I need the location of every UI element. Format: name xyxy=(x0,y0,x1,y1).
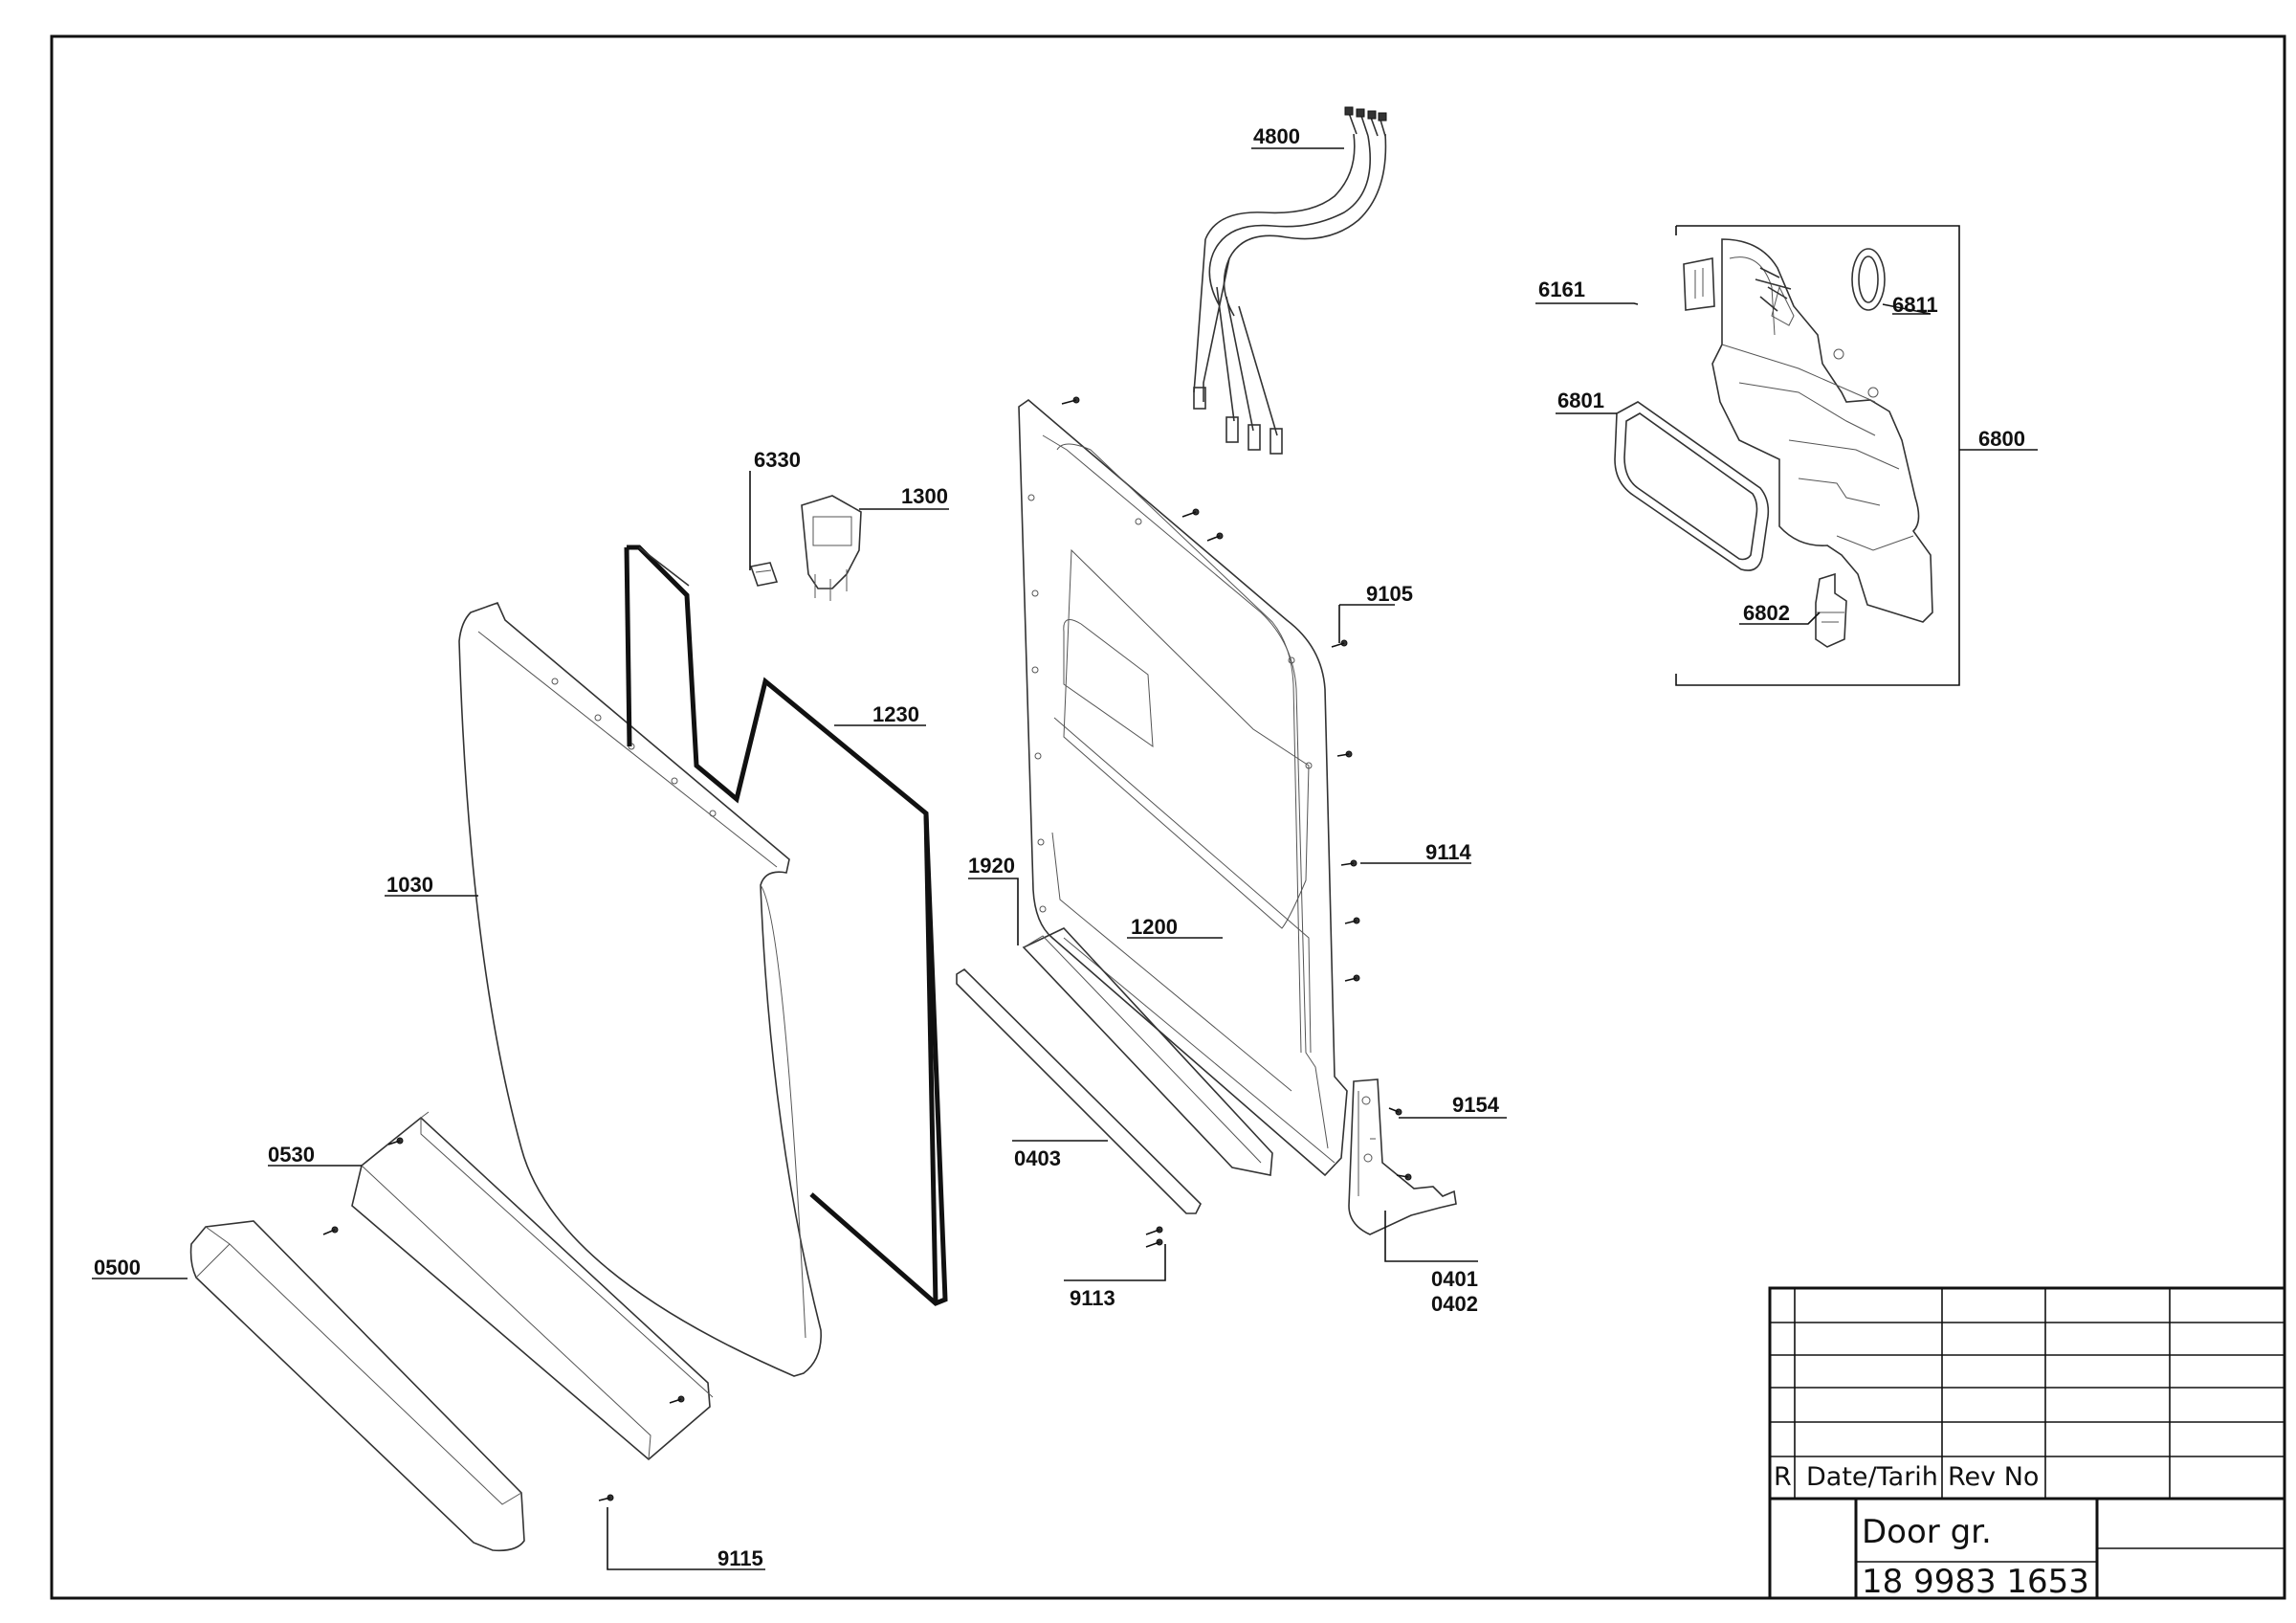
callout-6800: 6800 xyxy=(1978,427,2025,451)
callout-9115: 9115 xyxy=(718,1546,763,1570)
callout-9154: 9154 xyxy=(1452,1093,1500,1117)
callout-9105: 9105 xyxy=(1366,582,1413,606)
callout-4800: 4800 xyxy=(1253,124,1300,148)
part-0500-kick-plate xyxy=(189,1220,525,1552)
callout-6330: 6330 xyxy=(754,448,801,472)
drawing-border xyxy=(50,34,2286,1600)
callout-1300: 1300 xyxy=(901,484,948,508)
callout-0500: 0500 xyxy=(94,1256,141,1279)
part-1230-insulation xyxy=(624,545,948,1306)
part-1920-seal xyxy=(1022,927,1273,1176)
callout-6161: 6161 xyxy=(1538,278,1585,301)
callout-0530: 0530 xyxy=(268,1143,315,1167)
callout-1230: 1230 xyxy=(872,702,919,726)
part-0403-trim xyxy=(956,967,1202,1214)
part-6800-dispenser xyxy=(1711,238,1933,623)
rev-col-date: Date/Tarih xyxy=(1806,1462,1938,1492)
part-4800-harness xyxy=(1193,106,1387,455)
title-block: R Date/Tarih Rev No Door gr. 18 9983 165… xyxy=(1768,1286,2286,1601)
part-6802-actuator xyxy=(1815,572,1847,648)
part-1300-lock xyxy=(801,495,862,601)
rev-col-revno: Rev No xyxy=(1948,1462,2039,1492)
callout-1030: 1030 xyxy=(386,873,433,897)
part-1030-outer-panel xyxy=(458,601,822,1377)
callout-0402: 0402 xyxy=(1431,1292,1478,1316)
callout-9114: 9114 xyxy=(1425,840,1471,864)
rev-col-r: R xyxy=(1774,1462,1792,1492)
callout-0403: 0403 xyxy=(1014,1146,1061,1170)
part-6161-clip xyxy=(1683,257,1715,311)
callout-9113: 9113 xyxy=(1070,1286,1115,1310)
part-0530-bracket xyxy=(351,1111,714,1461)
drawing-title: Door gr. xyxy=(1862,1513,1992,1551)
callout-1920: 1920 xyxy=(968,854,1015,878)
part-0401-hinge xyxy=(1348,1078,1457,1235)
part-6330-clip xyxy=(749,562,779,587)
callout-labels: 4800 6161 6811 6801 6800 6802 6330 1300 … xyxy=(94,124,2025,1570)
part-1200-inner-door xyxy=(1018,398,1348,1177)
drawing-number: 18 9983 1653 xyxy=(1862,1563,2089,1601)
callout-6811: 6811 xyxy=(1892,293,1938,317)
callout-6801: 6801 xyxy=(1557,389,1604,412)
callout-6802: 6802 xyxy=(1743,601,1790,625)
leader-lines xyxy=(92,147,2038,1570)
callout-1200: 1200 xyxy=(1131,915,1178,939)
part-6801-gasket xyxy=(1614,401,1770,571)
screws xyxy=(322,396,1412,1501)
callout-0401: 0401 xyxy=(1431,1267,1478,1291)
group-bracket-6800 xyxy=(1675,225,1960,686)
part-6811-ring xyxy=(1851,248,1886,311)
